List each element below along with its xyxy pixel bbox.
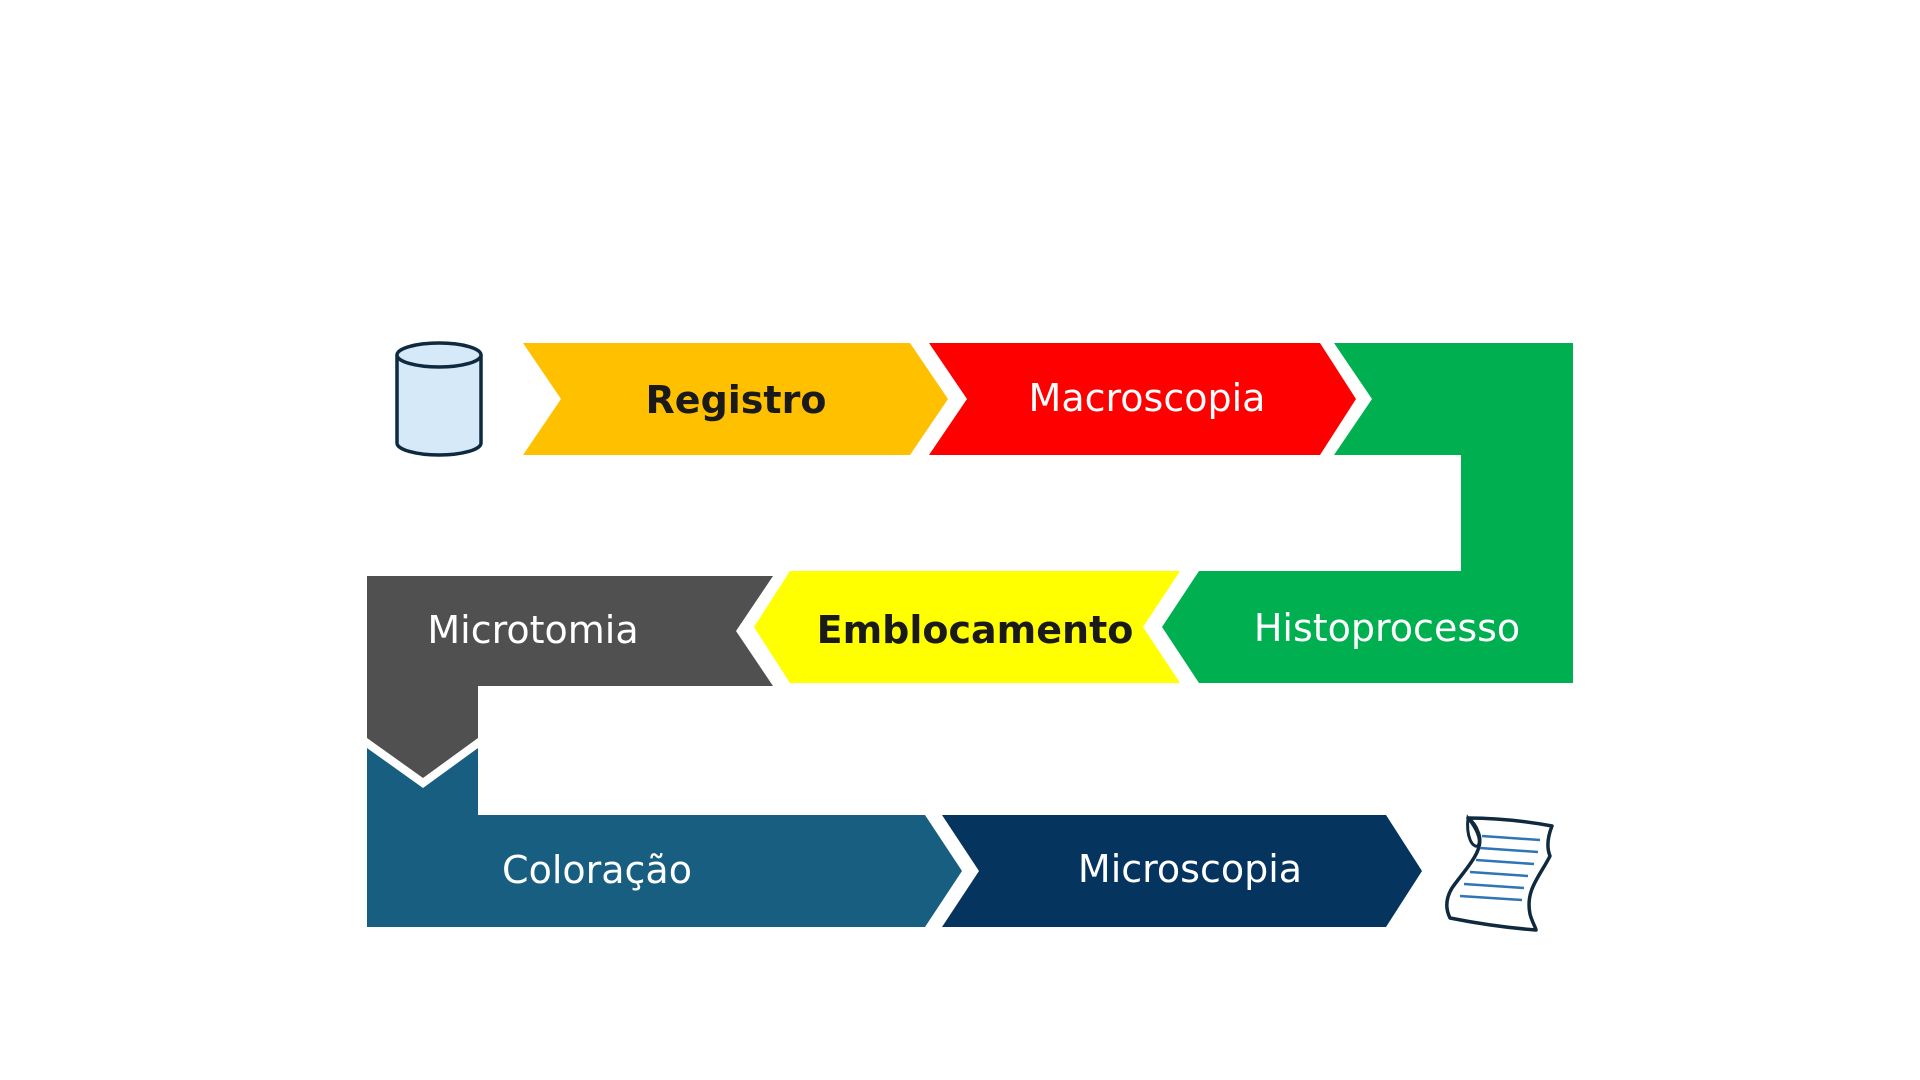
step-registro-label: Registro xyxy=(646,378,827,422)
scroll-report-icon xyxy=(1445,814,1554,932)
step-coloracao: Coloração xyxy=(367,748,962,927)
step-microscopia: Microscopia xyxy=(942,815,1422,927)
step-histoprocesso: Histoprocesso xyxy=(1162,343,1573,683)
step-registro-arrow xyxy=(523,343,948,455)
step-macroscopia-arrow xyxy=(929,343,1356,455)
step-histoprocesso-arrow xyxy=(1162,343,1573,683)
step-emblocamento-label: Emblocamento xyxy=(817,608,1134,652)
step-coloracao-label: Coloração xyxy=(502,848,692,892)
cylinder-icon xyxy=(395,341,483,457)
step-microtomia: Microtomia xyxy=(367,576,773,778)
step-histoprocesso-label: Histoprocesso xyxy=(1254,606,1520,650)
step-emblocamento-arrow xyxy=(754,571,1180,683)
step-microtomia-arrow xyxy=(367,576,773,778)
step-emblocamento: Emblocamento xyxy=(754,571,1180,683)
step-macroscopia-label: Macroscopia xyxy=(1029,376,1266,420)
step-microtomia-label: Microtomia xyxy=(427,608,638,652)
step-registro: Registro xyxy=(523,343,948,455)
step-microscopia-arrow xyxy=(942,815,1422,927)
step-microscopia-label: Microscopia xyxy=(1078,847,1302,891)
step-coloracao-arrow xyxy=(367,748,962,927)
step-macroscopia: Macroscopia xyxy=(929,343,1356,455)
